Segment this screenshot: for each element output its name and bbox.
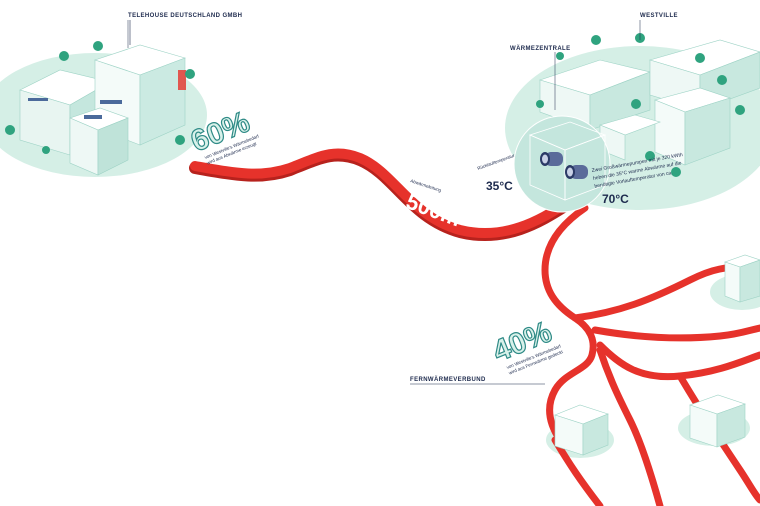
- temp-in-value: 35°C: [486, 179, 513, 193]
- return-temp-label: Rücklauftemperatur: [477, 153, 516, 171]
- label-westville: WESTVILLE: [640, 13, 678, 19]
- telehouse-trees: [5, 41, 195, 154]
- district-heating-network: [541, 204, 760, 506]
- stat-40-group: 40% von Westville's Wärmebedarf wird aus…: [488, 315, 565, 376]
- outlying-building-right: [724, 254, 760, 303]
- westville-buildings: [539, 39, 760, 166]
- heat-pump-2: [565, 165, 588, 179]
- telehouse-buildings: [19, 20, 186, 176]
- heat-center: [513, 115, 611, 213]
- temp-out-value: 70°C: [602, 192, 629, 206]
- label-waermezentrale: WÄRMEZENTRALE: [510, 45, 571, 52]
- return-temp-label-group: Rücklauftemperatur: [477, 153, 516, 171]
- waste-heat-pipe: [189, 148, 571, 242]
- outlying-building-bottom-right: [689, 394, 746, 448]
- outlying-building-bottom-left: [554, 404, 609, 456]
- heat-pump-1: [540, 152, 563, 166]
- label-telehouse: TELEHOUSE DEUTSCHLAND GMBH: [128, 13, 242, 19]
- label-fernwaermeverbund: FERNWÄRMEVERBUND: [410, 376, 486, 383]
